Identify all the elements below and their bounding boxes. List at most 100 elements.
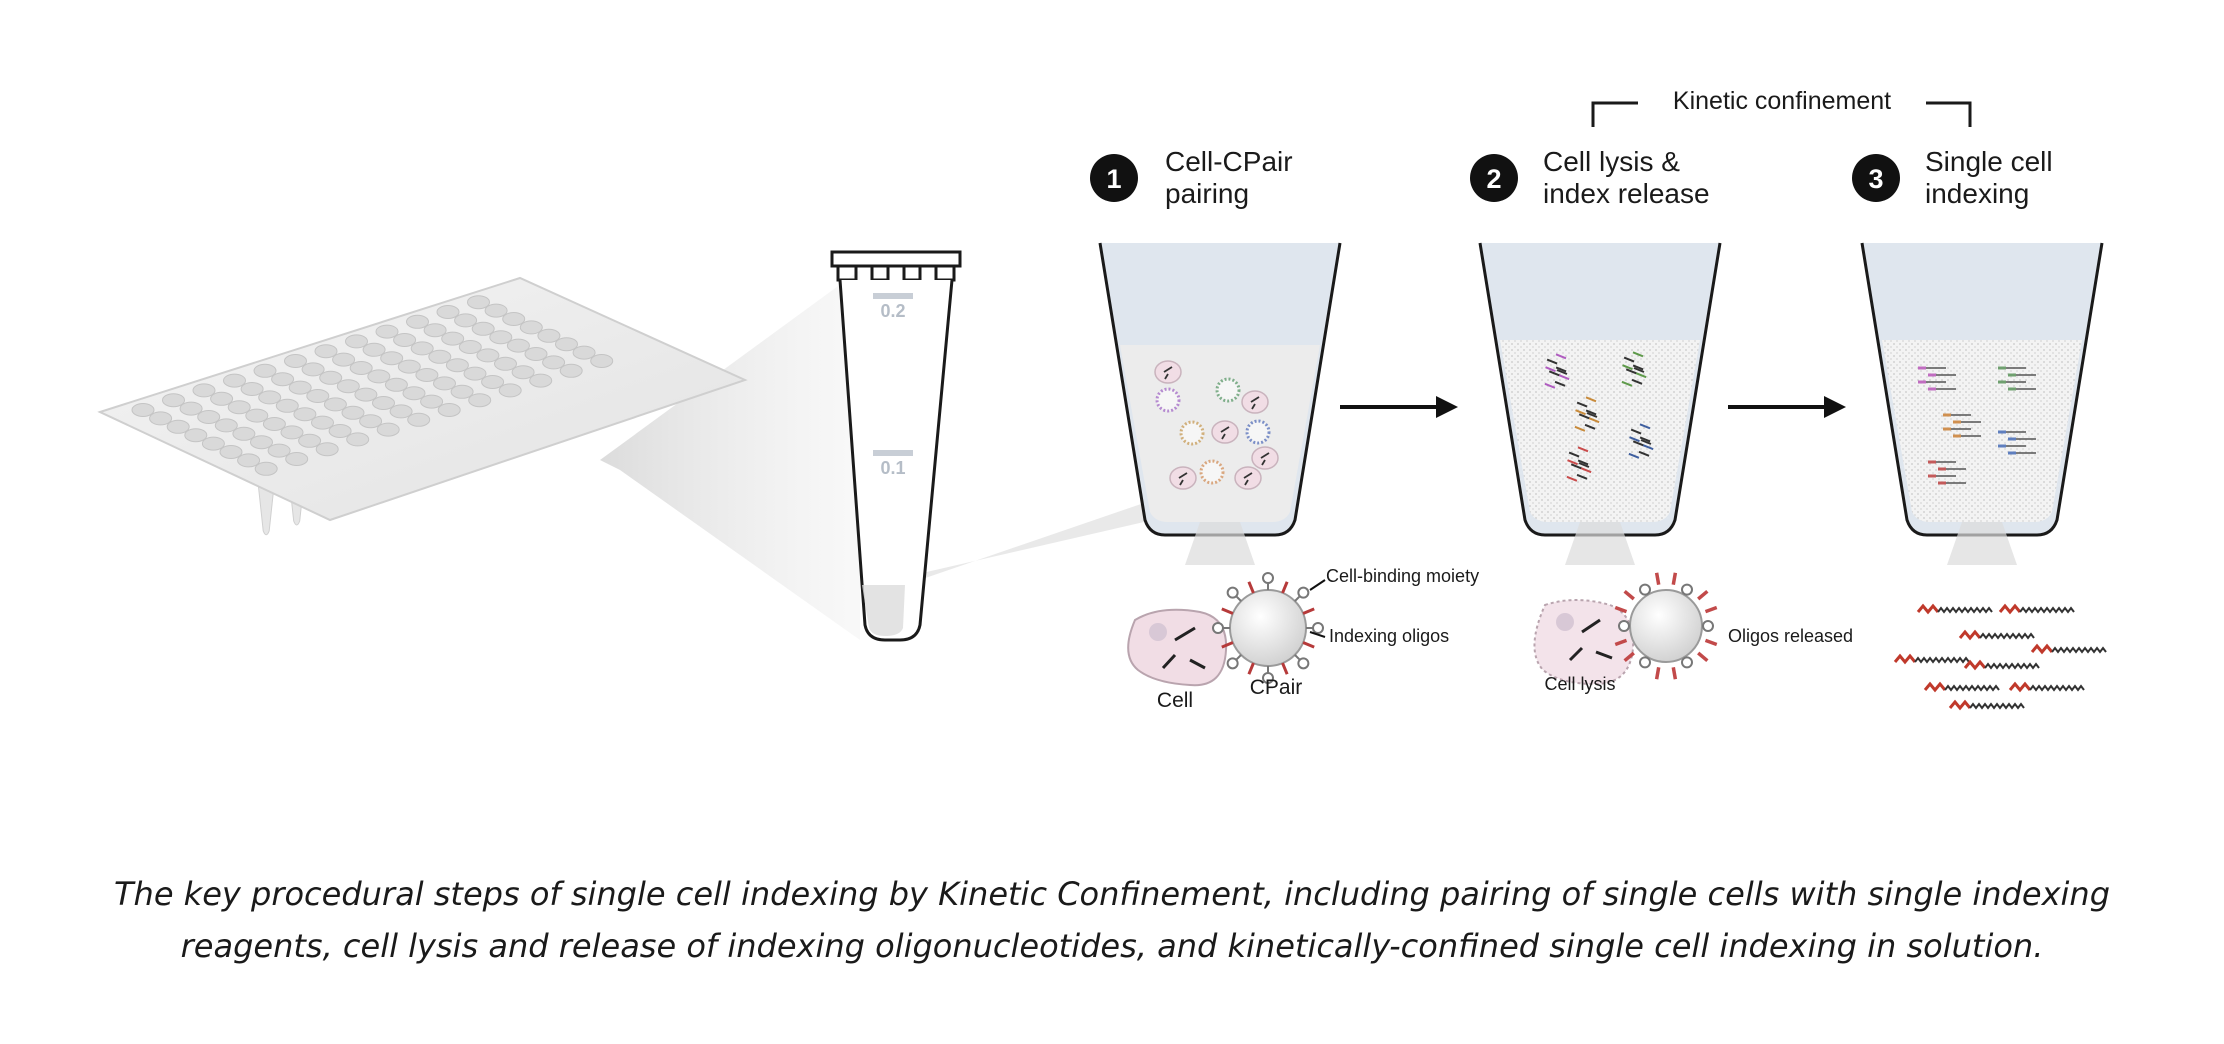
moiety-tip	[1618, 620, 1630, 632]
plate-well	[166, 419, 190, 434]
plate-well	[149, 411, 173, 426]
index-tag	[1958, 629, 1982, 641]
plate-well	[271, 372, 295, 387]
plate-well	[258, 390, 282, 405]
caption-line-2: reagents, cell lysis and release of inde…	[180, 927, 2044, 965]
plate-well	[288, 380, 312, 395]
indexing-oligo-mark	[1281, 662, 1289, 675]
plate-well	[519, 320, 543, 335]
oligo-backbone	[2029, 684, 2085, 692]
plate-well	[354, 387, 378, 402]
step-2-detail: Cell lysis Oligos released	[1533, 572, 1853, 694]
plate-well	[314, 344, 338, 359]
plate-well	[349, 361, 373, 375]
tube-mark-lower: 0.1	[880, 458, 905, 478]
plate-well	[341, 405, 365, 420]
oligo-fragment	[1575, 409, 1586, 416]
oligo-fragment	[1640, 439, 1652, 445]
plate-well	[476, 348, 500, 363]
cpair-bead-icon	[1212, 572, 1324, 684]
oligo-fragment	[1628, 452, 1640, 459]
released-oligo-mark	[1704, 638, 1718, 647]
oligo-fragment	[1574, 425, 1586, 432]
moiety-tip	[1639, 583, 1651, 596]
step-1-header: 1 Cell-CPair pairing	[1090, 146, 1293, 209]
oligo-fragment	[1576, 473, 1588, 480]
oligo-fragment	[1638, 450, 1650, 457]
plate-well	[506, 338, 530, 353]
plate-well	[275, 398, 299, 413]
oligo-fragment	[1567, 459, 1578, 466]
cpair-label: CPair	[1250, 676, 1303, 699]
kinetic-confinement-label: Kinetic confinement	[1673, 87, 1891, 115]
oligo-backbone	[1969, 702, 2025, 710]
plate-well	[219, 445, 243, 459]
oligo-fragment	[1588, 417, 1600, 424]
oligo-backbone	[2051, 646, 2107, 654]
plate-well	[555, 337, 578, 352]
cell-mark	[1251, 446, 1279, 470]
oligo-fragment	[1566, 475, 1578, 482]
oligo-fragment	[1544, 382, 1556, 389]
step-3-header: 3 Single cell indexing	[1852, 146, 2053, 209]
well-plate	[97, 270, 860, 640]
oligo-fragment	[1639, 436, 1651, 443]
plate-well	[345, 334, 368, 349]
cell-mark	[1241, 390, 1269, 414]
plate-well	[179, 401, 203, 416]
oligo-fragment	[1622, 364, 1633, 371]
oligo-fragment	[1585, 409, 1597, 416]
procedure-diagram: 0.2 0.1 Kinetic confinement 1 Cell-CPair…	[97, 87, 2107, 712]
moiety-tip	[1681, 583, 1693, 596]
index-tag	[1923, 681, 1947, 693]
plate-well	[433, 376, 456, 391]
plate-well	[454, 313, 478, 328]
plate-well	[484, 303, 508, 318]
index-tag	[1948, 699, 1972, 711]
plate-well	[285, 452, 309, 466]
oligo-fragment	[1625, 368, 1637, 375]
plate-well	[227, 400, 251, 415]
released-oligo-mark	[1614, 638, 1628, 647]
indexing-oligo-mark	[1302, 607, 1315, 615]
plate-well	[319, 370, 343, 385]
oligo-fragment	[1578, 413, 1590, 420]
released-oligo-mark	[1697, 589, 1709, 601]
oligo-fragment	[1585, 396, 1597, 403]
oligo-fragment	[1546, 358, 1558, 365]
indexing-oligo-mark	[1247, 662, 1255, 675]
plate-well	[511, 365, 535, 380]
step-1-badge	[1090, 154, 1138, 202]
moiety-tip	[1297, 586, 1310, 599]
bead-core	[1629, 589, 1703, 663]
cell-mark	[1154, 360, 1182, 384]
released-oligo-mark	[1654, 667, 1661, 680]
oligo-fragment	[1631, 378, 1643, 385]
plate-well	[407, 412, 431, 427]
released-bead-icon	[1614, 572, 1718, 680]
lysed-cell-clusters	[1544, 351, 1654, 482]
well-step-3	[1860, 242, 2104, 565]
well-step-1	[1098, 242, 1342, 565]
moiety-tip	[1639, 656, 1651, 669]
plate-well	[494, 356, 517, 371]
plate-well	[162, 393, 185, 408]
plate-wells	[131, 295, 614, 476]
kinetic-confinement-bracket: Kinetic confinement	[1591, 87, 1972, 127]
oligo-backbone	[1944, 684, 2000, 692]
oligo-fragment	[1577, 446, 1589, 453]
moiety-tip	[1212, 622, 1224, 634]
plate-well	[240, 382, 264, 396]
plate-well	[214, 418, 238, 433]
moiety-tip	[1702, 620, 1714, 632]
index-tag	[1916, 603, 1940, 615]
plate-well	[437, 403, 461, 417]
plate-well	[359, 414, 383, 429]
oligo-fragment	[1576, 401, 1588, 408]
plate-well	[467, 295, 490, 310]
bead-core	[1229, 589, 1307, 667]
bead-mark	[1155, 387, 1181, 413]
plate-well	[306, 389, 330, 403]
plate-well	[131, 403, 155, 417]
plate-well	[192, 383, 216, 398]
